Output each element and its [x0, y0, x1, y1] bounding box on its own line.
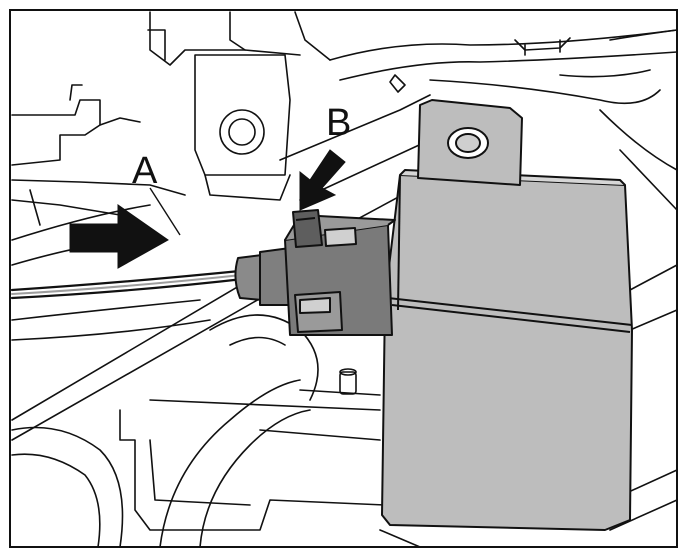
arrow-a — [69, 204, 169, 269]
wiring-harness — [10, 268, 254, 300]
pointer-line-a — [149, 187, 181, 236]
connector-plug — [234, 209, 396, 336]
control-unit — [381, 99, 633, 531]
callout-label-a: A — [132, 150, 158, 192]
callout-label-b: B — [326, 102, 351, 144]
arrow-b — [299, 149, 346, 211]
